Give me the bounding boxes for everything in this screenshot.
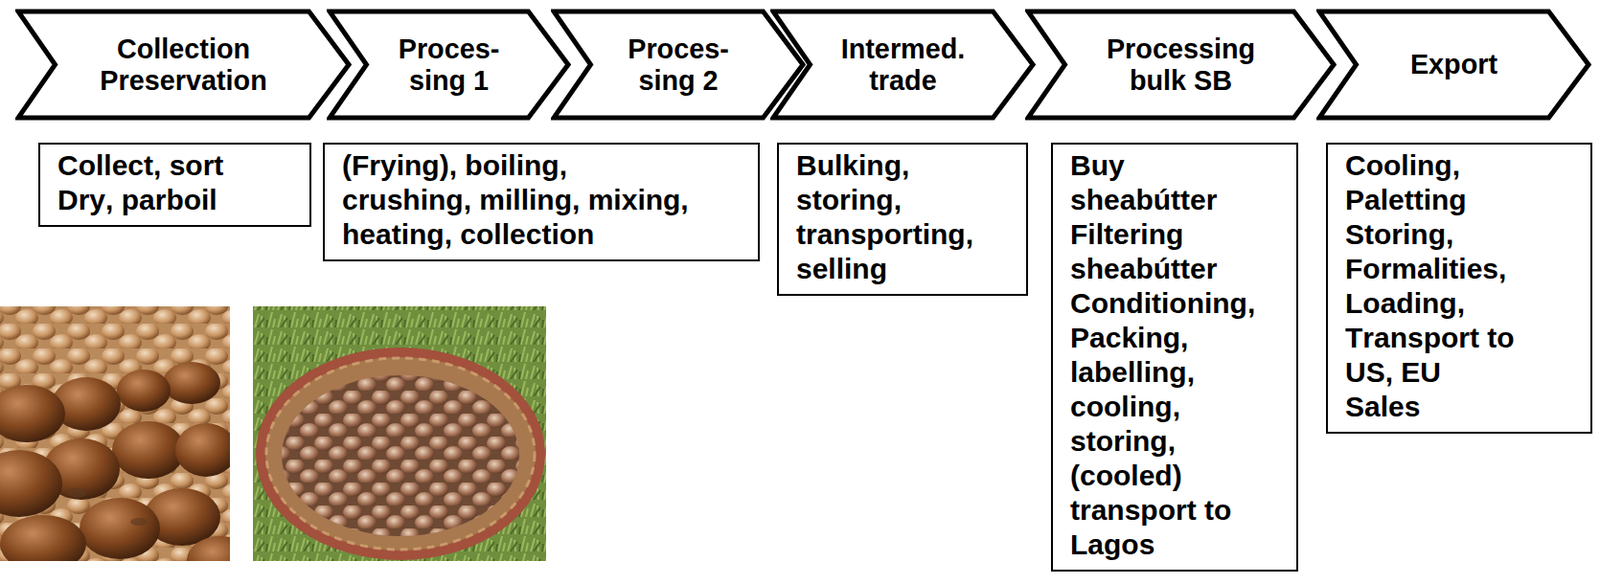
step-detail: Cooling, Paletting Storing, Formalities,… — [1345, 148, 1520, 425]
stage-chevron: Proces- sing 1 — [326, 8, 572, 121]
chevron-outline — [329, 11, 569, 118]
chevron-text-area: Collection Preservation — [56, 8, 311, 121]
step-detail: Collect, sort Dry, parboil — [57, 148, 264, 218]
nut-pile-photo — [0, 306, 230, 562]
stage-label: Export — [1358, 48, 1551, 80]
chevron-outline — [1028, 11, 1334, 118]
activity-box: Bulking, storing, transporting, selling — [777, 142, 1029, 297]
step-detail: Bulking, storing, transporting, selling — [796, 148, 1007, 287]
stage-label: Processing bulk SB — [1077, 33, 1284, 96]
chevron-outline — [553, 11, 803, 118]
chevron-outline — [773, 11, 1033, 118]
chevron-text-area: Intermed. trade — [811, 8, 995, 121]
basket-photo — [252, 306, 547, 562]
stage-label: Proces- sing 2 — [606, 33, 751, 96]
activity-box: (Frying), boiling, crushing, milling, mi… — [322, 142, 760, 262]
stage-chevron: Processing bulk SB — [1025, 8, 1337, 121]
activity-box: Buy sheabútter Filtering sheabútter Cond… — [1051, 142, 1299, 572]
activity-box: Cooling, Paletting Storing, Formalities,… — [1325, 142, 1593, 435]
stage-chevron: Collection Preservation — [15, 8, 352, 121]
activity-box: Collect, sort Dry, parboil — [38, 142, 312, 228]
chevron-text-area: Proces- sing 1 — [367, 8, 530, 121]
stage-label: Intermed. trade — [814, 33, 992, 96]
chevron-outline — [18, 11, 349, 118]
step-detail: (Frying), boiling, crushing, milling, mi… — [342, 148, 697, 252]
stage-label: Collection Preservation — [56, 33, 311, 96]
stage-label: Proces- sing 1 — [377, 33, 522, 96]
step-detail: Buy sheabútter Filtering sheabútter Cond… — [1070, 148, 1269, 563]
stage-chevron: Intermed. trade — [770, 8, 1036, 121]
stage-chevron: Export — [1316, 8, 1592, 121]
stage-chevron: Proces- sing 2 — [550, 8, 806, 121]
chevron-text-area: Export — [1357, 8, 1551, 121]
chevron-text-area: Processing bulk SB — [1066, 8, 1296, 121]
chevron-text-area: Proces- sing 2 — [592, 8, 765, 121]
chevron-outline — [1319, 11, 1589, 118]
